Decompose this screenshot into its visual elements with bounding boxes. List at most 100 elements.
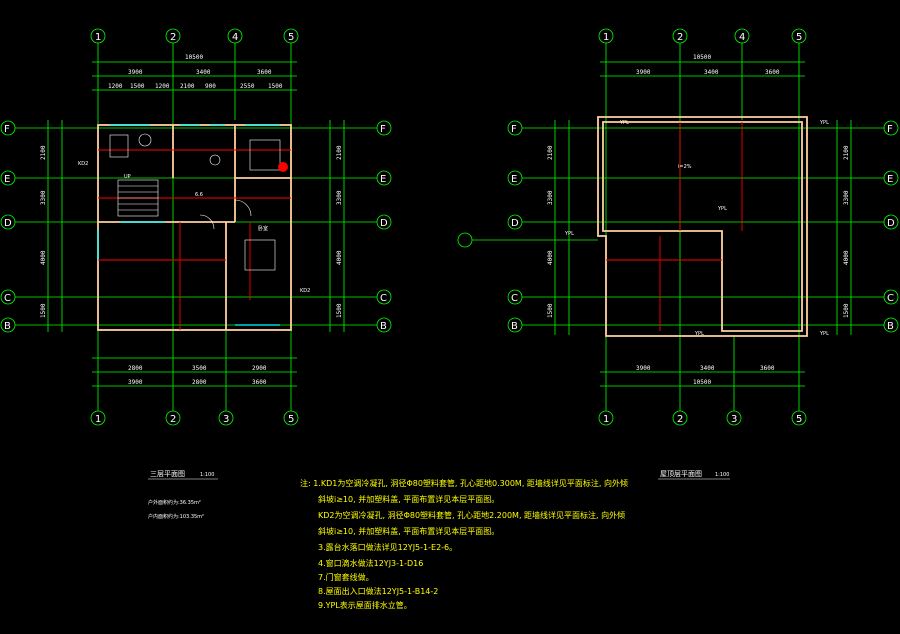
svg-text:1: 1 [95,32,101,43]
svg-text:4000: 4000 [843,250,850,265]
svg-text:3600: 3600 [252,379,267,386]
right-axis-bottom: 1 2 3 5 [598,410,807,426]
left-windows [97,124,280,326]
svg-text:YPL: YPL [819,331,829,337]
right-axis-lines [522,43,884,411]
svg-text:E: E [511,174,517,185]
note-line-5: 3.露台水落口做法详见12YJ5-1-E2-6。 [318,542,457,552]
svg-text:B: B [380,321,387,332]
svg-text:D: D [511,218,519,229]
svg-text:2900: 2900 [252,365,267,372]
svg-text:E: E [887,174,893,185]
svg-text:3600: 3600 [257,69,272,76]
svg-text:3300: 3300 [40,190,47,205]
left-axis-side: F E D C B F E D C B [0,120,392,333]
left-axis-bottom: 1 2 3 5 [90,410,299,426]
svg-text:2: 2 [677,32,683,43]
svg-text:C: C [511,293,518,304]
svg-text:3900: 3900 [636,69,651,76]
svg-text:1500: 1500 [547,303,554,318]
svg-text:YPL: YPL [619,120,629,126]
svg-text:6.6: 6.6 [195,192,203,198]
right-title: 屋顶层平面图 [660,470,702,478]
svg-text:3300: 3300 [547,190,554,205]
svg-text:5: 5 [288,414,294,425]
left-axis-top: 1 2 4 5 [90,28,299,44]
svg-text:卧室: 卧室 [258,225,268,232]
svg-text:4000: 4000 [547,250,554,265]
notes-block: 注: 1.KD1为空调冷凝孔, 洞径Φ80塑料套管, 孔心距地0.300M, 距… [300,478,628,610]
svg-text:F: F [887,124,893,135]
svg-text:YPL: YPL [819,120,829,126]
svg-text:F: F [4,124,10,135]
svg-text:1500: 1500 [130,83,145,90]
svg-text:E: E [380,174,386,185]
svg-text:C: C [4,293,11,304]
note-line-8: 8.屋面出入口做法12YJ5-1-B14-2 [318,586,438,596]
svg-text:1: 1 [603,414,609,425]
svg-text:D: D [4,218,12,229]
svg-text:3: 3 [731,414,737,425]
svg-text:1200: 1200 [108,83,123,90]
right-scale: 1:100 [715,472,729,478]
svg-text:900: 900 [205,83,216,90]
svg-text:5: 5 [796,32,802,43]
svg-text:4000: 4000 [40,250,47,265]
left-area-1: 户外面积约为:36.35m² [148,499,201,506]
svg-text:3900: 3900 [128,379,143,386]
svg-text:C: C [380,293,387,304]
left-axis-lines [15,43,377,411]
svg-text:C: C [887,293,894,304]
svg-text:1500: 1500 [268,83,283,90]
left-scale: 1:100 [200,472,214,478]
svg-text:1: 1 [603,32,609,43]
svg-text:3500: 3500 [192,365,207,372]
note-line-4: 斜坡i≥10, 并加塑料盖, 平面布置详见本层平面图。 [318,526,499,536]
right-detail-callout [457,232,473,248]
right-axis-side: F E D C B F E D C B [507,120,899,333]
svg-text:2100: 2100 [180,83,195,90]
svg-text:4000: 4000 [336,250,343,265]
svg-text:B: B [887,321,894,332]
note-line-1: 注: 1.KD1为空调冷凝孔, 洞径Φ80塑料套管, 孔心距地0.300M, 距… [300,478,628,488]
svg-text:2100: 2100 [336,145,343,160]
svg-text:4: 4 [232,32,238,43]
note-line-3: KD2为空调冷凝孔, 洞径Φ80塑料套管, 孔心距地2.200M, 距墙线详见平… [318,510,625,520]
svg-text:2: 2 [170,414,176,425]
svg-text:3: 3 [223,414,229,425]
svg-text:YPL: YPL [564,231,574,237]
svg-text:10500: 10500 [693,379,711,386]
svg-text:D: D [380,218,388,229]
svg-text:KD2: KD2 [78,161,88,167]
left-title: 三层平面图 [150,470,185,478]
svg-text:F: F [511,124,517,135]
svg-text:3300: 3300 [336,190,343,205]
svg-text:YPL: YPL [694,331,704,337]
note-line-7: 7.门窗套线做。 [318,572,374,582]
svg-text:UP: UP [124,174,131,180]
svg-text:3900: 3900 [636,365,651,372]
svg-text:4: 4 [739,32,745,43]
right-red-lines [606,122,743,331]
svg-text:3300: 3300 [843,190,850,205]
left-area-2: 户内面积约为:103.35m² [148,513,204,520]
svg-text:E: E [4,174,10,185]
left-fixtures [109,133,281,271]
right-axis-top: 1 2 4 5 [598,28,807,44]
svg-text:2100: 2100 [547,145,554,160]
note-line-6: 4.窗口滴水做法12YJ3-1-D16 [318,558,423,568]
svg-text:2: 2 [677,414,683,425]
right-plan: 1 2 4 5 1 2 3 5 F E D C B F E D C B [457,28,899,480]
left-red-symbol [278,162,288,172]
note-line-9: 9.YPL表示屋面排水立管。 [318,600,412,610]
left-plan: 1 2 4 5 1 2 3 5 F E D C B F E D C B [0,28,392,520]
svg-text:3900: 3900 [128,69,143,76]
svg-text:F: F [380,124,386,135]
svg-text:3400: 3400 [700,365,715,372]
left-stair [117,179,159,217]
svg-text:3600: 3600 [765,69,780,76]
svg-text:KD2: KD2 [300,288,310,294]
svg-text:10500: 10500 [693,54,711,61]
svg-text:3400: 3400 [196,69,211,76]
